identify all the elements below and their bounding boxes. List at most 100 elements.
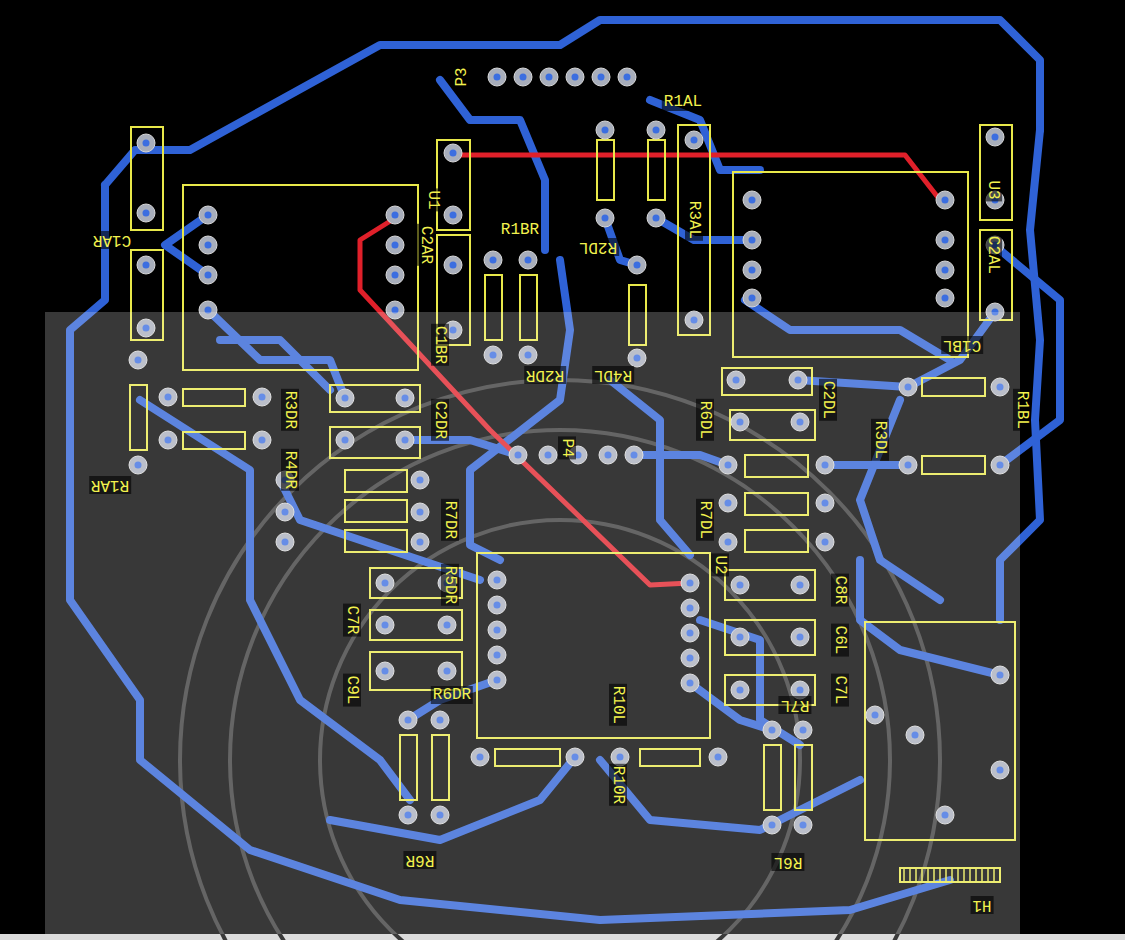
pad — [596, 121, 614, 139]
pad — [685, 131, 703, 149]
pad-ring — [137, 134, 155, 152]
component-outline — [980, 125, 1012, 220]
pad — [936, 231, 954, 249]
part-designator: C1BL — [941, 336, 983, 354]
page-margin — [0, 934, 1125, 940]
pad-ring — [986, 128, 1004, 146]
pad — [540, 68, 558, 86]
pad-hole — [525, 257, 532, 264]
pad-hole — [392, 212, 399, 219]
pad-ring — [386, 206, 404, 224]
part-designator: R1AL — [662, 93, 704, 111]
pad-ring — [488, 68, 506, 86]
component-outline — [648, 140, 665, 200]
part-designator: R7DR — [441, 499, 459, 541]
part-designator: R4DL — [592, 366, 634, 384]
pad — [986, 128, 1004, 146]
blue-trace — [440, 80, 545, 250]
pad-hole — [520, 74, 527, 81]
pad-hole — [205, 242, 212, 249]
part-designator: R5DR — [441, 564, 459, 606]
pad — [386, 266, 404, 284]
pad — [137, 134, 155, 152]
pad-hole — [392, 242, 399, 249]
part-designator: R6DL — [696, 399, 714, 441]
pad — [566, 68, 584, 86]
component-outline — [131, 127, 163, 230]
pad-ring — [514, 68, 532, 86]
pad-hole — [205, 212, 212, 219]
part-designator: R10R — [609, 764, 627, 806]
pad-hole — [749, 267, 756, 274]
pad-ring — [444, 144, 462, 162]
pad — [514, 68, 532, 86]
part-designator: R2DL — [577, 238, 619, 256]
part-designator: R6L — [772, 853, 805, 871]
part-designator: U3 — [984, 178, 1002, 201]
pad-hole — [546, 74, 553, 81]
part-designator: R2DR — [524, 366, 566, 384]
pad-hole — [749, 237, 756, 244]
pad — [386, 236, 404, 254]
pad-ring — [596, 209, 614, 227]
pad-ring — [936, 191, 954, 209]
pad-hole — [143, 262, 150, 269]
pad-hole — [942, 237, 949, 244]
pad — [647, 121, 665, 139]
part-designator: C1AR — [91, 231, 133, 249]
part-designator: P4 — [558, 436, 576, 459]
pad-hole — [392, 272, 399, 279]
pad — [386, 206, 404, 224]
pad — [628, 256, 646, 274]
pad — [137, 204, 155, 222]
part-designator: C6L — [831, 624, 849, 657]
blue-trace — [656, 218, 752, 240]
pad — [199, 206, 217, 224]
pad-hole — [653, 215, 660, 222]
red-trace — [455, 155, 940, 200]
pad — [199, 236, 217, 254]
pad — [199, 266, 217, 284]
pad-ring — [484, 251, 502, 269]
pad-ring — [444, 206, 462, 224]
part-designator: R3DR — [281, 389, 299, 431]
part-designator: C2DR — [431, 399, 449, 441]
pad-ring — [936, 231, 954, 249]
pad — [596, 209, 614, 227]
blue-trace — [105, 20, 1040, 185]
part-designator: U2 — [711, 553, 729, 576]
pad-hole — [634, 262, 641, 269]
pad-ring — [444, 256, 462, 274]
part-designator: R4DR — [281, 449, 299, 491]
pad-ring — [618, 68, 636, 86]
pad-hole — [205, 272, 212, 279]
pad — [519, 251, 537, 269]
pad — [444, 256, 462, 274]
pad-hole — [143, 210, 150, 217]
pad-hole — [572, 74, 579, 81]
component-outline — [980, 230, 1012, 320]
pad-hole — [598, 74, 605, 81]
part-designator: C1BR — [431, 324, 449, 366]
component-outline — [437, 140, 470, 230]
pad-ring — [743, 231, 761, 249]
pad-hole — [749, 197, 756, 204]
pad-hole — [749, 295, 756, 302]
pad-hole — [450, 212, 457, 219]
part-designator: R3DL — [871, 419, 889, 461]
component-outline — [678, 125, 710, 335]
part-designator: R6DR — [431, 686, 473, 704]
pad-hole — [602, 127, 609, 134]
pad-ring — [199, 236, 217, 254]
pad — [936, 261, 954, 279]
pad — [743, 289, 761, 307]
pad — [592, 68, 610, 86]
part-designator: C2DL — [819, 379, 837, 421]
part-designator: R1AR — [89, 476, 131, 494]
pad-ring — [199, 266, 217, 284]
pad — [743, 261, 761, 279]
pad-hole — [942, 267, 949, 274]
pad — [444, 144, 462, 162]
